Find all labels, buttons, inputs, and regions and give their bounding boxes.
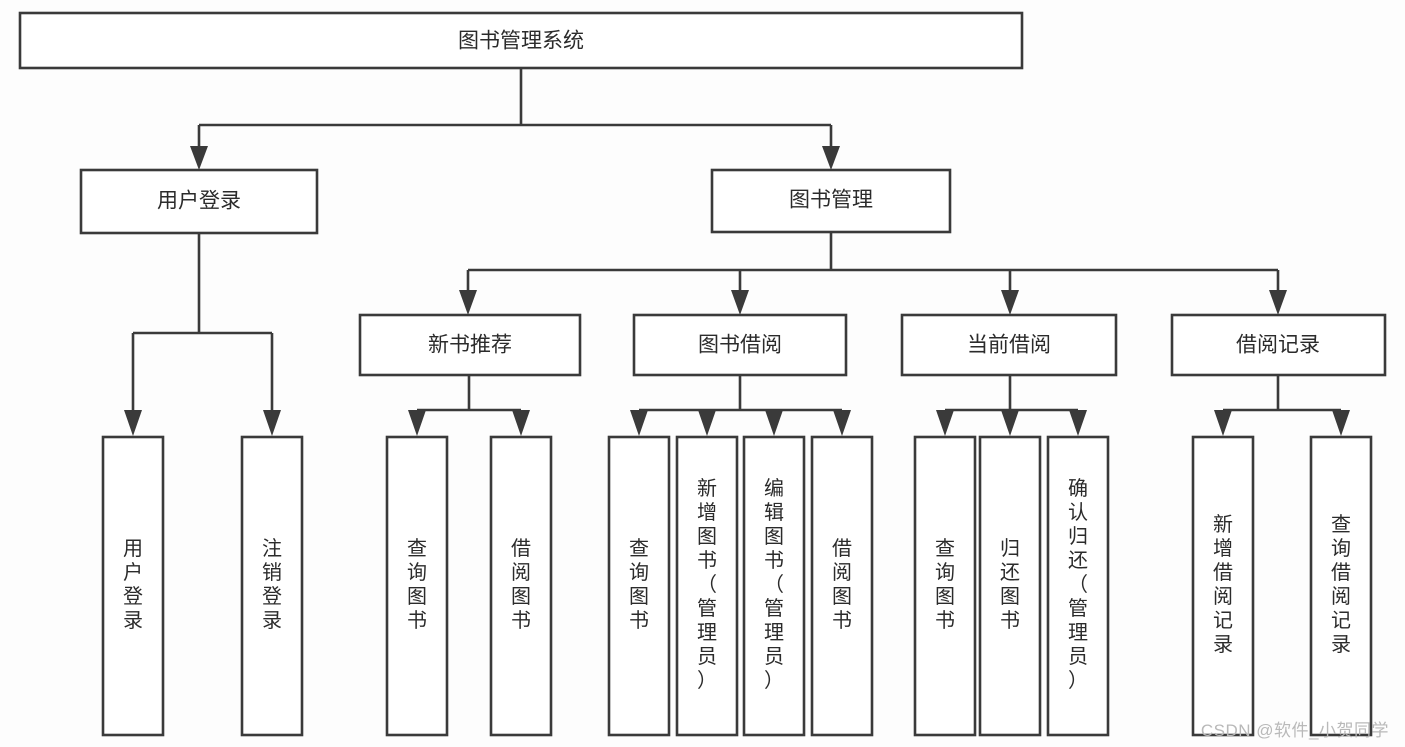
arrow-to-leaf-query-record <box>1332 410 1350 436</box>
node-leaf-query-record[interactable]: 查询借阅记录 <box>1309 435 1373 737</box>
arrow-to-user-login <box>190 146 208 170</box>
node-current-borrow-label: 当前借阅 <box>967 334 1051 357</box>
node-leaf-add-book-label: 新增图书（管理员） <box>697 477 717 692</box>
node-leaf-return-book[interactable]: 归还图书 <box>978 435 1042 737</box>
node-user-login-box[interactable] <box>79 168 319 235</box>
node-user-login[interactable]: 用户登录 <box>79 168 319 235</box>
node-leaf-borrow-book-recommend-box[interactable] <box>489 435 553 737</box>
node-root-label: 图书管理系统 <box>458 30 584 53</box>
arrow-to-borrow-record <box>1269 290 1287 315</box>
node-current-borrow-box[interactable] <box>900 313 1118 377</box>
connector-layer <box>124 68 1350 436</box>
arrow-to-leaf-borrow-book-recommend <box>512 410 530 436</box>
node-leaf-query-book-current-label: 查询图书 <box>935 537 955 632</box>
node-book-borrow-label: 图书借阅 <box>698 334 782 357</box>
node-book-borrow-box[interactable] <box>632 313 848 377</box>
node-borrow-record-box[interactable] <box>1170 313 1387 377</box>
arrow-to-book-borrow <box>731 290 749 315</box>
node-leaf-return-book-box[interactable] <box>978 435 1042 737</box>
arrow-to-leaf-return-book <box>1001 410 1019 436</box>
node-current-borrow[interactable]: 当前借阅 <box>900 313 1118 377</box>
node-leaf-edit-book-box[interactable] <box>742 435 806 737</box>
node-leaf-borrow-book[interactable]: 借阅图书 <box>810 435 874 737</box>
node-book-manage[interactable]: 图书管理 <box>710 168 952 234</box>
node-leaf-confirm-return-label: 确认归还（管理员） <box>1068 477 1088 692</box>
arrow-to-book-manage <box>822 146 840 170</box>
node-leaf-query-book-borrow-label: 查询图书 <box>629 537 649 632</box>
arrow-to-leaf-query-book-current <box>936 410 954 436</box>
node-root[interactable]: 图书管理系统 <box>18 11 1024 70</box>
arrow-to-leaf-query-book-borrow <box>630 410 648 436</box>
node-leaf-query-book-current-box[interactable] <box>913 435 977 737</box>
node-borrow-record[interactable]: 借阅记录 <box>1170 313 1387 377</box>
arrow-to-new-book-recommend <box>459 290 477 315</box>
arrow-to-leaf-edit-book <box>765 410 783 436</box>
node-leaf-edit-book[interactable]: 编辑图书（管理员） <box>742 435 806 737</box>
node-leaf-borrow-book-recommend[interactable]: 借阅图书 <box>489 435 553 737</box>
arrow-to-leaf-user-logout <box>263 410 281 436</box>
node-leaf-borrow-book-recommend-label: 借阅图书 <box>511 537 531 632</box>
node-book-manage-box[interactable] <box>710 168 952 234</box>
node-leaf-add-book-box[interactable] <box>675 435 739 737</box>
node-leaf-query-book-recommend-box[interactable] <box>385 435 449 737</box>
arrow-to-leaf-confirm-return <box>1069 410 1087 436</box>
node-leaf-query-book-borrow[interactable]: 查询图书 <box>607 435 671 737</box>
node-leaf-borrow-book-box[interactable] <box>810 435 874 737</box>
node-leaf-add-record-box[interactable] <box>1191 435 1255 737</box>
node-leaf-confirm-return-box[interactable] <box>1046 435 1110 737</box>
node-leaf-add-book[interactable]: 新增图书（管理员） <box>675 435 739 737</box>
node-new-book-recommend[interactable]: 新书推荐 <box>358 313 582 377</box>
node-leaf-user-logout[interactable]: 注销登录 <box>240 435 304 737</box>
node-leaf-borrow-book-label: 借阅图书 <box>832 537 852 632</box>
node-borrow-record-label: 借阅记录 <box>1236 334 1320 357</box>
node-user-login-label: 用户登录 <box>157 190 241 213</box>
node-new-book-recommend-box[interactable] <box>358 313 582 377</box>
node-leaf-query-book-borrow-box[interactable] <box>607 435 671 737</box>
node-leaf-user-login[interactable]: 用户登录 <box>101 435 165 737</box>
node-leaf-user-login-box[interactable] <box>101 435 165 737</box>
node-leaf-query-book-recommend[interactable]: 查询图书 <box>385 435 449 737</box>
node-book-borrow[interactable]: 图书借阅 <box>632 313 848 377</box>
csdn-watermark: CSDN @软件_小贺同学 <box>1200 721 1389 740</box>
arrow-to-leaf-user-login <box>124 410 142 436</box>
arrow-to-leaf-add-record <box>1214 410 1232 436</box>
node-leaf-add-record[interactable]: 新增借阅记录 <box>1191 435 1255 737</box>
node-leaf-edit-book-label: 编辑图书（管理员） <box>764 477 784 692</box>
node-leaf-query-book-current[interactable]: 查询图书 <box>913 435 977 737</box>
node-leaf-add-record-label: 新增借阅记录 <box>1213 513 1233 656</box>
node-leaf-user-logout-box[interactable] <box>240 435 304 737</box>
arrow-to-leaf-query-book-recommend <box>408 410 426 436</box>
node-leaf-query-record-label: 查询借阅记录 <box>1331 513 1351 656</box>
arrow-to-current-borrow <box>1001 290 1019 315</box>
arrow-to-leaf-add-book <box>698 410 716 436</box>
node-book-manage-label: 图书管理 <box>789 189 873 212</box>
node-leaf-return-book-label: 归还图书 <box>1000 537 1020 632</box>
node-leaf-query-book-recommend-label: 查询图书 <box>407 537 427 632</box>
node-new-book-recommend-label: 新书推荐 <box>428 334 512 357</box>
arrow-to-leaf-borrow-book <box>833 410 851 436</box>
node-leaf-user-login-label: 用户登录 <box>123 538 143 632</box>
node-root-box[interactable] <box>18 11 1024 70</box>
node-leaf-query-record-box[interactable] <box>1309 435 1373 737</box>
node-leaf-user-logout-label: 注销登录 <box>262 537 282 632</box>
node-leaf-confirm-return[interactable]: 确认归还（管理员） <box>1046 435 1110 737</box>
